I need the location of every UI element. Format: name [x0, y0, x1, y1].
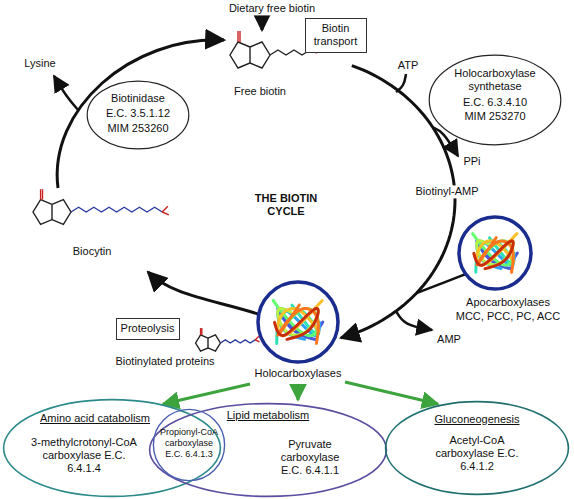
branch-line	[416, 274, 466, 293]
ellipse-outline	[429, 55, 561, 145]
node-text: Biotinidase	[90, 92, 186, 105]
branch-arrow	[433, 128, 458, 157]
enzyme-label: Holocarboxylases	[253, 367, 344, 380]
molecule-label: Biocytin	[71, 245, 114, 258]
node-text: Propionyl-CoA carboxylase E.C. 6.4.1.3	[156, 427, 222, 459]
enzyme-label: Apocarboxylases	[464, 296, 552, 309]
bond	[255, 336, 259, 340]
bond	[237, 31, 238, 42]
pathway-heading: Amino acid catabolism	[33, 412, 157, 425]
input-label: Dietary free biotin	[227, 2, 317, 15]
free-biotin-structure	[230, 31, 317, 68]
cycle-arrow	[341, 66, 455, 338]
enzyme-label: MCC, PCC, PC, ACC	[454, 310, 563, 323]
process-box: Proteolysis	[116, 318, 180, 340]
enzyme-outline	[258, 282, 338, 362]
intermediate-label: Biotinyl-AMP	[414, 185, 481, 198]
cycle-arrow	[57, 40, 224, 188]
apocarboxylase-figure	[459, 217, 531, 289]
protein-ribbon	[274, 309, 318, 340]
node-text: MIM 253260	[90, 122, 186, 135]
bond	[201, 328, 202, 335]
pathway-heading: Lipid metabolism	[218, 409, 318, 422]
enzyme-ellipse: BiotinidaseE.C. 3.5.1.12MIM 253260	[86, 80, 190, 150]
process-box: Biotin transport	[305, 18, 367, 53]
product-label: Lysine	[22, 57, 57, 70]
molecule-label: Free biotin	[232, 85, 288, 98]
bond	[52, 200, 71, 225]
bond	[250, 42, 270, 68]
pathway-arrow	[345, 382, 438, 404]
bond	[220, 340, 255, 343]
node-text: Holocarboxylase synthetase	[443, 67, 547, 93]
bond	[196, 335, 208, 351]
ellipse-outline	[153, 409, 224, 480]
branch-arrow	[54, 76, 79, 111]
node-text: E.C. 3.5.1.12	[90, 107, 186, 120]
ellipse-outline	[87, 81, 189, 149]
node-text: Biotin transport	[309, 22, 362, 48]
enzyme-outline	[459, 217, 531, 289]
holocarboxylase-figure	[258, 282, 338, 362]
node-text: Pyruvate carboxylase E.C. 6.4.1.1	[272, 438, 348, 478]
bond	[255, 340, 259, 342]
bond	[200, 328, 201, 335]
product-label: AMP	[435, 333, 463, 346]
enzyme-ellipse: Holocarboxylase synthetaseE.C. 6.3.4.10M…	[428, 54, 562, 146]
pathway-ellipse: GluconeogenesisAcetyl-CoA carboxylase E.…	[384, 400, 570, 496]
protein-ribbon	[474, 241, 513, 269]
node-text: Acetyl-CoA carboxylase E.C. 6.4.1.2	[435, 434, 519, 474]
node-text: MIM 253270	[443, 110, 547, 123]
branch-arrow	[396, 311, 432, 330]
bond	[270, 50, 310, 55]
ellipse-outline	[386, 402, 569, 495]
enzyme-circle: Propionyl-CoA carboxylase E.C. 6.4.1.3	[152, 408, 226, 482]
bond	[71, 207, 162, 212]
pathway-ellipse: Amino acid catabolism 3-methylcrotonyl-Co…	[2, 398, 222, 498]
pathway-heading: Gluconeogenesis	[422, 413, 532, 426]
node-text: 3-methylcrotonyl-CoA carboxylase E.C. 6.…	[27, 436, 141, 476]
ellipse-outline	[4, 400, 221, 497]
input-arrow	[261, 16, 264, 30]
bond	[33, 200, 52, 225]
pathway-arrow	[297, 384, 300, 400]
branch-line	[396, 74, 406, 92]
node-text: E.C. 6.3.4.10	[443, 96, 547, 109]
node-text: Proteolysis	[120, 322, 175, 335]
pathway-arrow	[163, 384, 250, 404]
cycle-title: THE BIOTIN CYCLE	[244, 192, 328, 218]
biotinylated-structure	[196, 328, 260, 351]
product-label: PPi	[461, 155, 482, 168]
bond	[40, 189, 41, 199]
bond	[162, 206, 168, 212]
cofactor-label: ATP	[396, 59, 421, 72]
bond	[239, 31, 240, 42]
ellipse-outline	[150, 404, 387, 497]
bond	[42, 189, 43, 199]
biocytin-structure	[33, 189, 169, 224]
bond	[230, 42, 250, 68]
bond	[162, 212, 169, 215]
bond	[208, 335, 220, 351]
molecule-label: Biotinylated proteins	[113, 355, 216, 368]
pathway-ellipse: Lipid metabolismPyruvate carboxylase E.C…	[148, 402, 388, 498]
cycle-arrow	[148, 272, 258, 314]
